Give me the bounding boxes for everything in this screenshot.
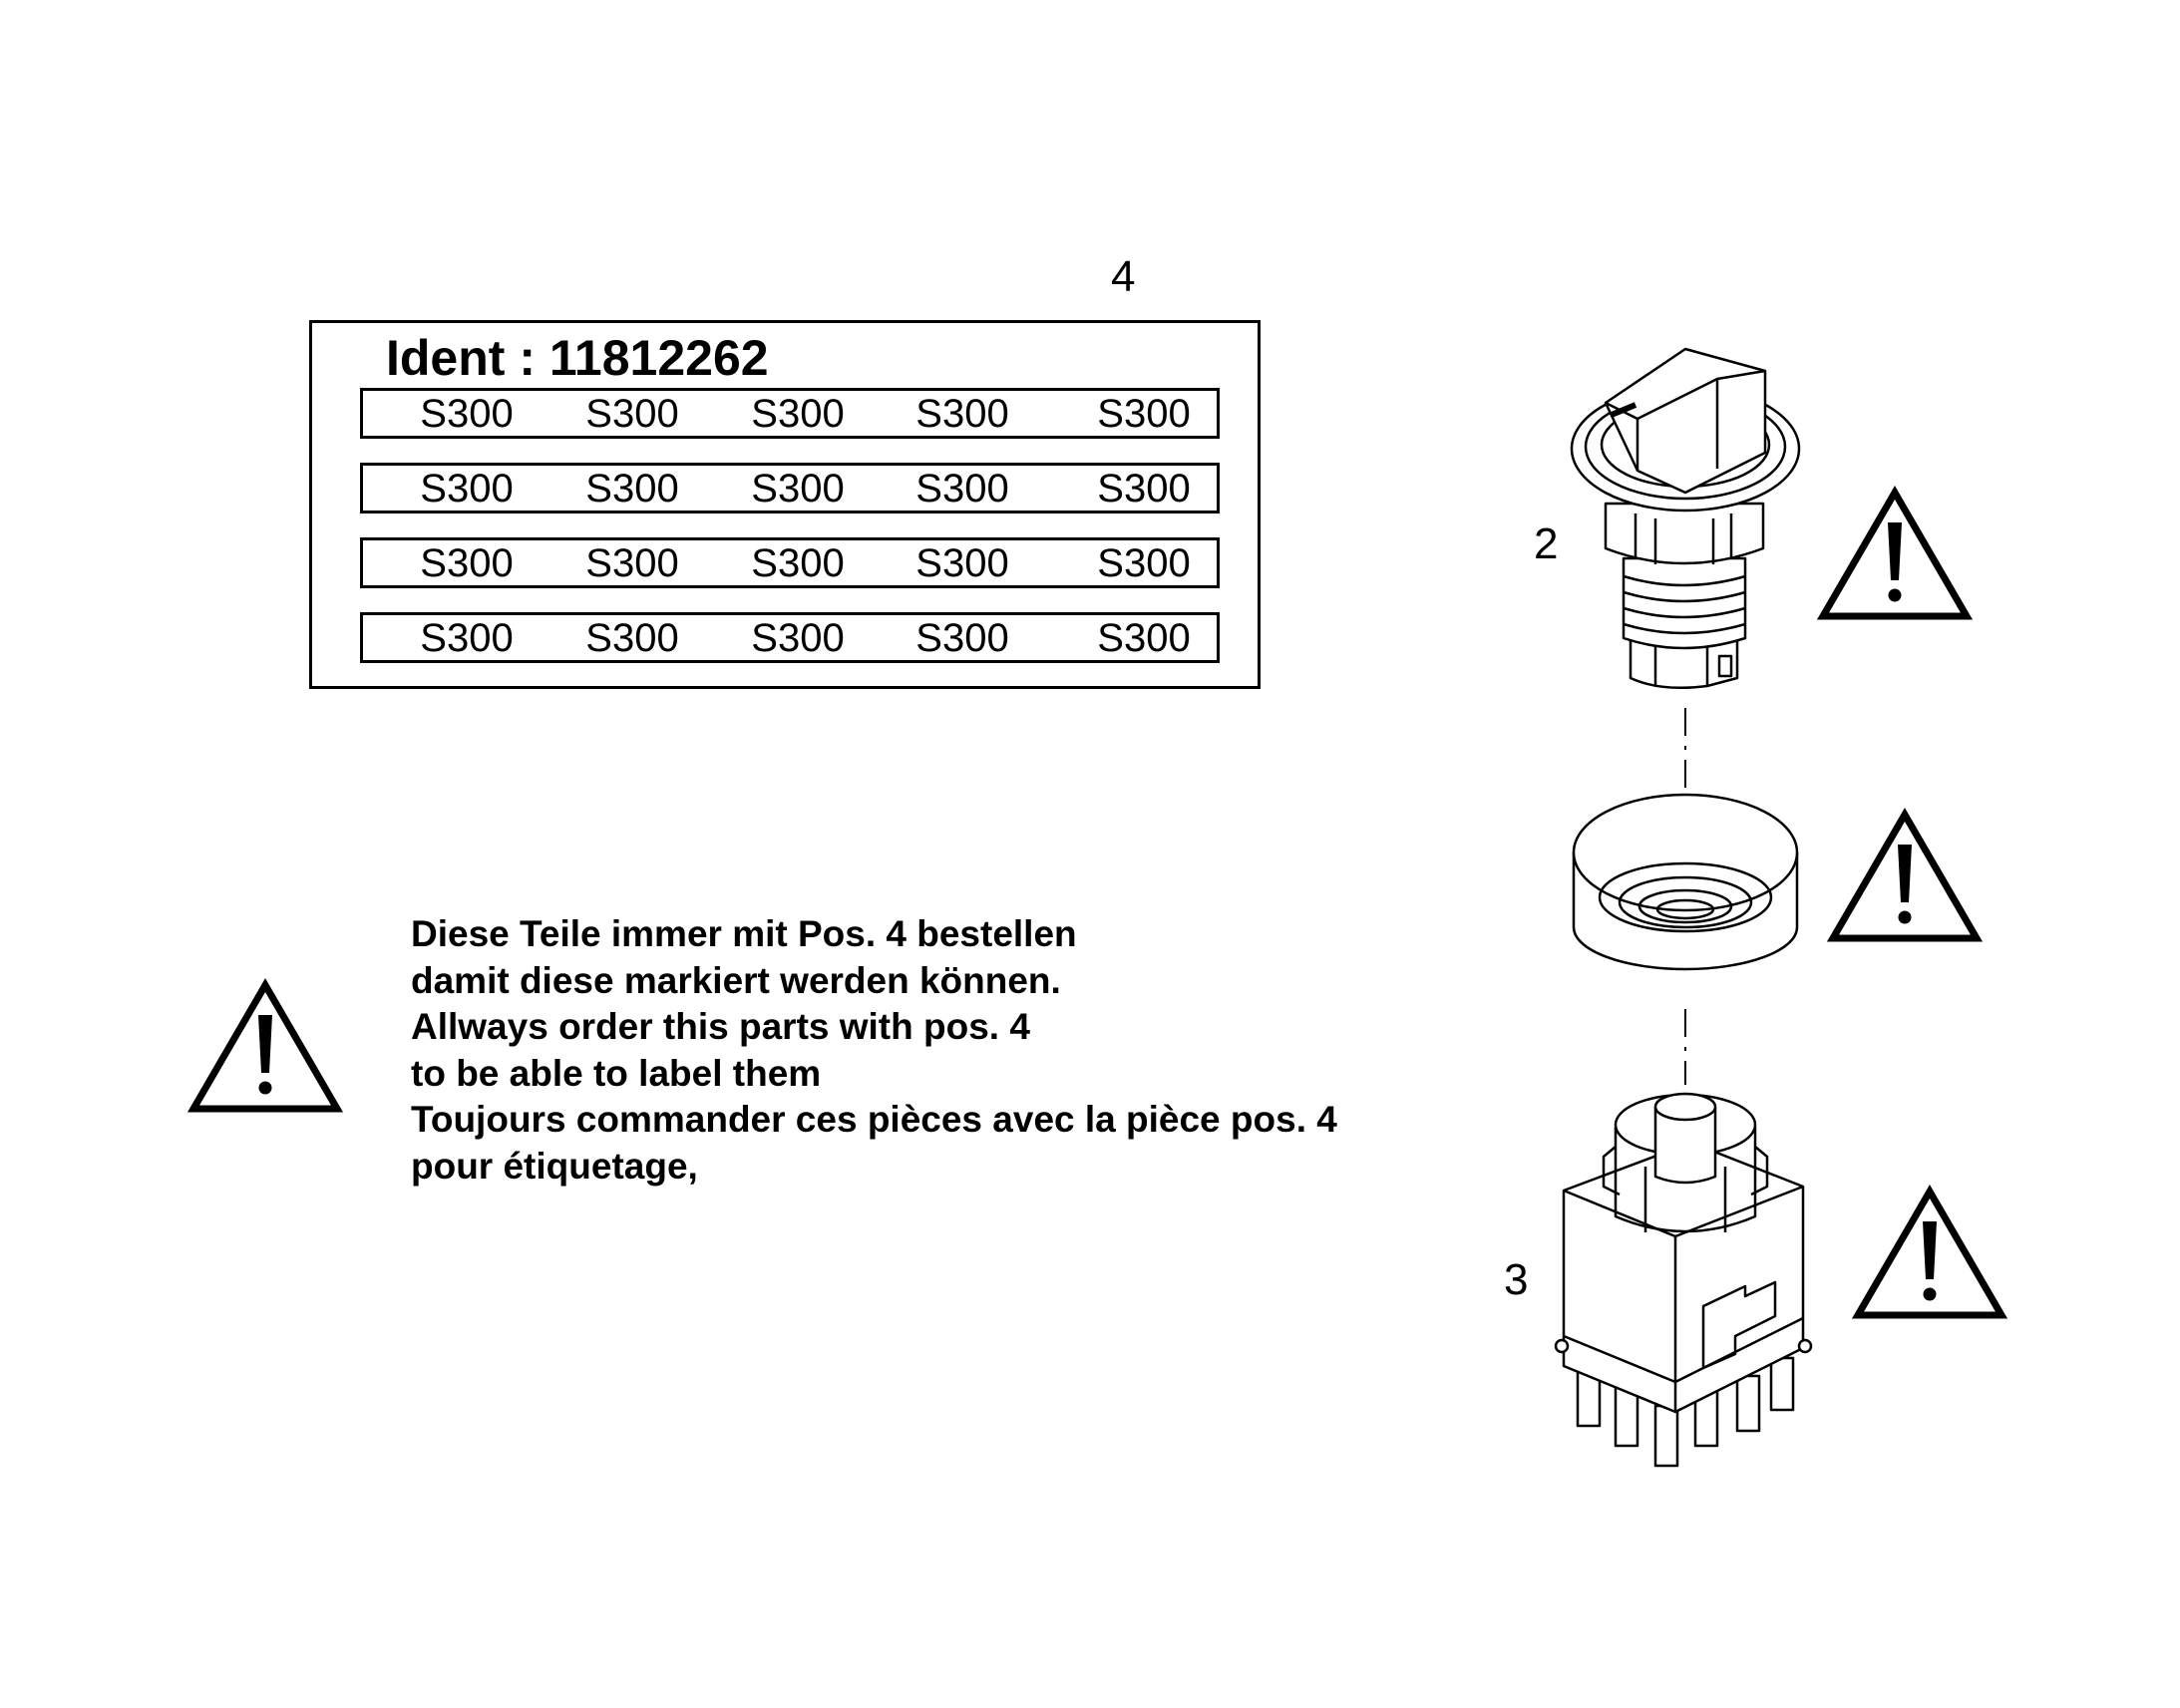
- ordering-note: Diese Teile immer mit Pos. 4 bestellen d…: [411, 911, 1508, 1190]
- warning-triangle-icon: [1823, 493, 1967, 616]
- note-line: Allways order this parts with pos. 4: [411, 1006, 1030, 1047]
- label-cell: S300: [420, 541, 514, 585]
- label-cell: S300: [585, 392, 679, 436]
- label-row: S300 S300 S300 S300 S300: [360, 612, 1220, 663]
- note-line: pour étiquetage,: [411, 1145, 698, 1187]
- label-cell: S300: [1097, 616, 1191, 660]
- label-cell: S300: [751, 467, 845, 511]
- warning-triangle-icon: [1833, 815, 1977, 938]
- position-label-3: 3: [1504, 1255, 1529, 1304]
- label-cell: S300: [751, 392, 845, 436]
- label-cell: S300: [420, 616, 514, 660]
- label-cell: S300: [915, 392, 1009, 436]
- label-cell: S300: [1097, 541, 1191, 585]
- label-sheet: Ident : 11812262 S300 S300 S300 S300 S30…: [309, 320, 1261, 689]
- label-row: S300 S300 S300 S300 S300: [360, 463, 1220, 513]
- rotary-selector-knob-icon: [1570, 347, 1801, 690]
- label-cell: S300: [1097, 392, 1191, 436]
- label-row: S300 S300 S300 S300 S300: [360, 537, 1220, 588]
- contact-block-icon: [1554, 1092, 1813, 1468]
- warning-triangle-icon: [1858, 1192, 2001, 1315]
- position-label-4: 4: [1111, 252, 1136, 301]
- label-row: S300 S300 S300 S300 S300: [360, 388, 1220, 439]
- label-cell: S300: [585, 616, 679, 660]
- label-cell: S300: [915, 467, 1009, 511]
- label-cell: S300: [420, 392, 514, 436]
- bezel-ring-icon: [1572, 793, 1799, 971]
- note-line: Diese Teile immer mit Pos. 4 bestellen: [411, 913, 1077, 954]
- warning-triangle-icon: [193, 985, 337, 1109]
- note-line: damit diese markiert werden können.: [411, 959, 1061, 1001]
- note-line: Toujours commander ces pièces avec la pi…: [411, 1099, 1337, 1140]
- label-cell: S300: [915, 616, 1009, 660]
- label-cell: S300: [585, 541, 679, 585]
- position-label-2: 2: [1534, 519, 1559, 568]
- ident-number: Ident : 11812262: [386, 330, 769, 386]
- label-cell: S300: [751, 541, 845, 585]
- label-cell: S300: [1097, 467, 1191, 511]
- label-cell: S300: [751, 616, 845, 660]
- label-cell: S300: [420, 467, 514, 511]
- label-cell: S300: [585, 467, 679, 511]
- note-line: to be able to label them: [411, 1052, 822, 1094]
- label-cell: S300: [915, 541, 1009, 585]
